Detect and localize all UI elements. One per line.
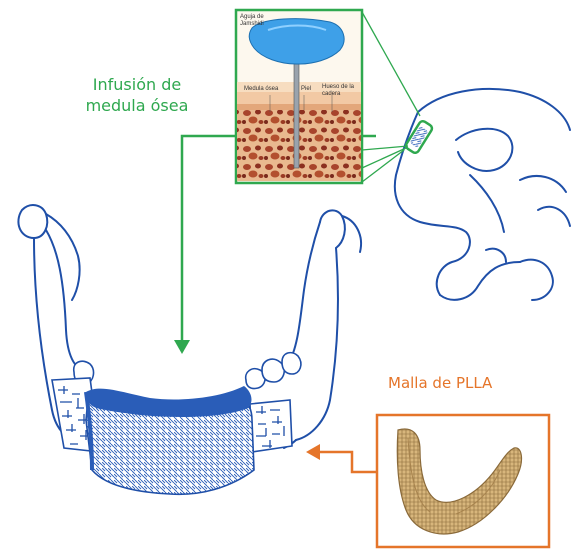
hip-bone-label-line2: cadera [322, 91, 354, 98]
marrow-label: Medula ósea [244, 86, 278, 93]
needle-label: Aguja de Jamshidi [240, 14, 264, 28]
infusion-label-line2: medula ósea [72, 95, 202, 116]
hip-bone-label-line1: Hueso de la [322, 84, 354, 91]
hip-bone-label: Hueso de la cadera [322, 84, 354, 98]
needle-label-line2: Jamshidi [240, 21, 264, 28]
mesh-label: Malla de PLLA [388, 374, 492, 392]
right-bone-segment [250, 400, 292, 452]
infusion-label-line1: Infusión de [72, 74, 202, 95]
infusion-label: Infusión de medula ósea [72, 74, 202, 116]
needle-label-line1: Aguja de [240, 14, 264, 21]
skin-label: Piel [301, 86, 311, 93]
callout-lines [362, 12, 420, 182]
mesh-arrow [318, 452, 376, 472]
teeth [74, 353, 301, 389]
infusion-arrow-head [174, 340, 190, 354]
mesh-arrow-head [306, 444, 320, 460]
